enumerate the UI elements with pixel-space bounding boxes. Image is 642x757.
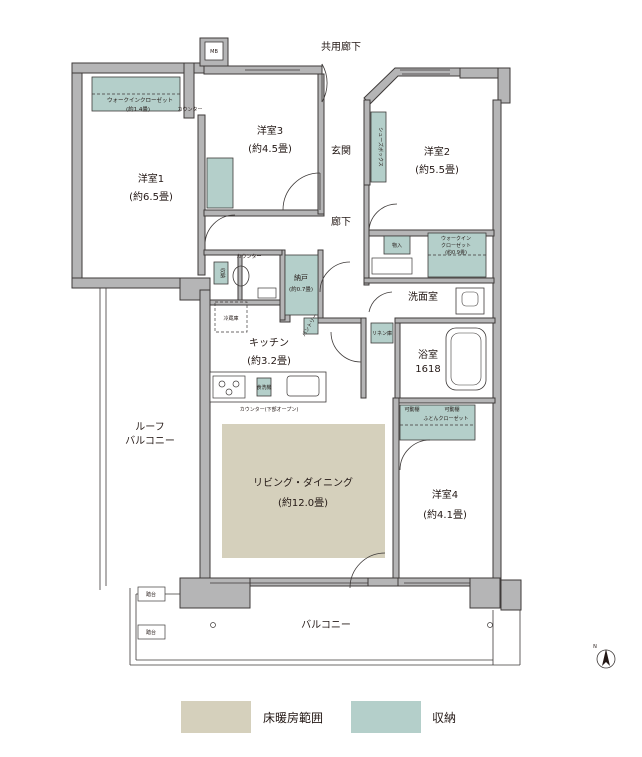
label-youshitsu2-size: (約5.5畳) (415, 163, 459, 176)
futon-closet (399, 404, 476, 441)
label-walkin-closet-1-size: (約1.4畳) (126, 105, 150, 113)
label-roof-balcony-1: ルーフ (135, 422, 164, 433)
label-futon-closet: ふとんクローゼット (423, 415, 468, 422)
windows (210, 65, 470, 584)
outer-walls (71, 37, 522, 666)
label-roof-balcony-2: バルコニー (125, 435, 175, 447)
label-corridor-shared: 共用廊下 (321, 40, 361, 53)
label-nando: 納戸 (294, 273, 308, 282)
label-movable-1: 可動棚 (404, 406, 419, 413)
label-youshitsu4: 洋室4 (432, 488, 458, 501)
label-living-size: (約12.0畳) (278, 496, 328, 509)
label-linen: リネン庫 (372, 330, 392, 337)
label-balcony: バルコニー (301, 619, 351, 631)
walkin-closet-2 (427, 232, 487, 278)
label-yokushitsu-size: 1618 (415, 364, 440, 375)
dishwasher (256, 377, 272, 397)
doors (204, 63, 431, 589)
label-closet-small: 収納 (219, 268, 226, 278)
label-walkin-closet-2-line1: ウォークイン (441, 235, 471, 242)
nando (284, 254, 319, 316)
fixtures (212, 257, 616, 669)
label-kitchen-size: (約3.2畳) (247, 354, 291, 367)
small-closet (213, 261, 229, 285)
closet-dashes (92, 93, 486, 426)
label-genkan: 玄関 (331, 144, 351, 157)
label-senmenshitsu: 洗面室 (408, 290, 438, 303)
legend: 床暖房範囲 収納 (0, 701, 642, 733)
label-youshitsu1: 洋室1 (138, 172, 164, 185)
label-mb: MB (210, 49, 218, 55)
storage-areas (91, 76, 487, 441)
label-shoes-box: シューズボックス (377, 127, 384, 167)
label-walkin-closet-1: ウォークインクローゼット (107, 96, 173, 104)
floor-heating-area (222, 424, 385, 558)
label-youshitsu4-size: (約4.1畳) (423, 508, 467, 521)
label-living: リビング・ダイニング (253, 476, 353, 489)
label-youshitsu2: 洋室2 (424, 145, 450, 158)
legend-storage-swatch (351, 701, 421, 733)
label-counter-kitchen: カウンター(下部オープン) (240, 406, 299, 413)
room-labels: 共用廊下 MB 洋室1 (約6.5畳) 洋室3 (約4.5畳) 玄関 洋室2 (… (125, 40, 467, 631)
label-movable-2: 可動棚 (444, 406, 459, 413)
label-storage-in: 物入 (392, 242, 402, 249)
walkin-closet-1 (91, 76, 181, 112)
shoes-box (370, 111, 387, 183)
label-stepstool-2: 踏台 (146, 629, 156, 636)
label-counter-2: カウンター (236, 253, 261, 260)
fixture-labels: ウォークインクローゼット (約1.4畳) カウンター カウンター シューズボック… (107, 96, 597, 650)
label-rouka: 廊下 (331, 215, 351, 228)
legend-floor-heating-label: 床暖房範囲 (263, 711, 324, 725)
label-yokushitsu: 浴室 (418, 348, 438, 361)
pantry (303, 317, 319, 335)
label-dishwasher: 食洗機 (256, 384, 271, 391)
legend-floor-heating-swatch (181, 701, 251, 733)
storage-in (383, 235, 411, 255)
label-compass: N (593, 644, 597, 650)
label-walkin-closet-2-size: (約0.9畳) (445, 249, 467, 256)
legend-storage-label: 収納 (432, 711, 457, 725)
label-counter-1: カウンター (177, 106, 202, 113)
label-youshitsu3-size: (約4.5畳) (248, 142, 292, 155)
youshitsu3-closet (206, 157, 234, 209)
label-kitchen: キッチン (249, 337, 289, 349)
label-fridge: 冷蔵庫 (223, 315, 238, 322)
label-youshitsu1-size: (約6.5畳) (129, 190, 173, 203)
linen (370, 322, 394, 344)
label-walkin-closet-2-line2: クローゼット (441, 242, 471, 249)
label-stepstool-1: 踏台 (146, 591, 156, 598)
label-youshitsu3: 洋室3 (257, 124, 283, 137)
label-nando-size: (約0.7畳) (289, 285, 313, 293)
